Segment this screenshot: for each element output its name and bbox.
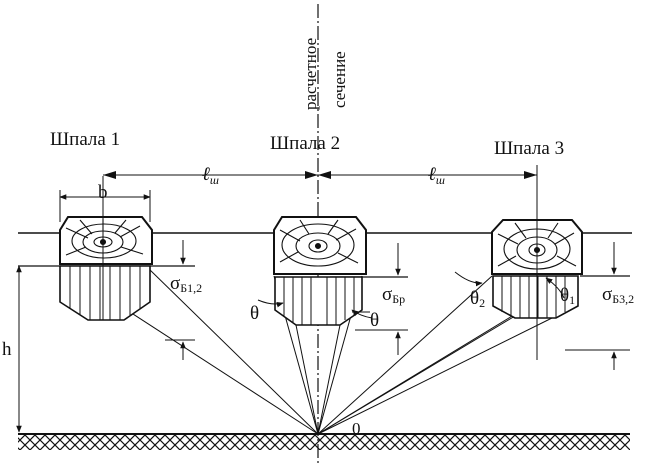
spacing-dimension xyxy=(103,171,537,179)
sleeper-3 xyxy=(491,165,583,360)
sleeper-2-label: Шпала 2 xyxy=(270,133,340,154)
sleeper-2 xyxy=(273,216,367,326)
ground xyxy=(18,433,630,450)
stress-label-sleeper-3: σБ3,2 xyxy=(602,284,634,306)
spacing-label-right: ℓш xyxy=(428,164,445,187)
angle-theta-left: θ xyxy=(250,303,259,324)
height-label: h xyxy=(2,339,12,360)
stress-label-sleeper-2: σБр xyxy=(382,284,405,306)
width-label: b xyxy=(98,182,108,203)
stress-arrows xyxy=(180,240,617,370)
section-label-line1: расчетное xyxy=(301,38,320,110)
stress-epure-1 xyxy=(69,266,141,320)
section-label-line2: сечение xyxy=(330,51,349,108)
spacing-label-left: ℓш xyxy=(202,164,219,187)
angle-arcs xyxy=(257,271,565,319)
stress-label-sleeper-1: σБ1,2 xyxy=(170,273,202,295)
origin-label: 0 xyxy=(352,419,361,438)
sleeper-1-label: Шпала 1 xyxy=(50,129,120,150)
angle-theta-1: θ1 xyxy=(560,285,575,307)
sleeper-3-label: Шпала 3 xyxy=(494,138,564,159)
wood-grain-2 xyxy=(279,219,359,267)
stress-epure-2 xyxy=(283,277,355,325)
angle-theta-right: θ xyxy=(370,310,379,331)
sleeper-1 xyxy=(59,176,153,321)
angle-theta-2: θ2 xyxy=(470,288,485,310)
